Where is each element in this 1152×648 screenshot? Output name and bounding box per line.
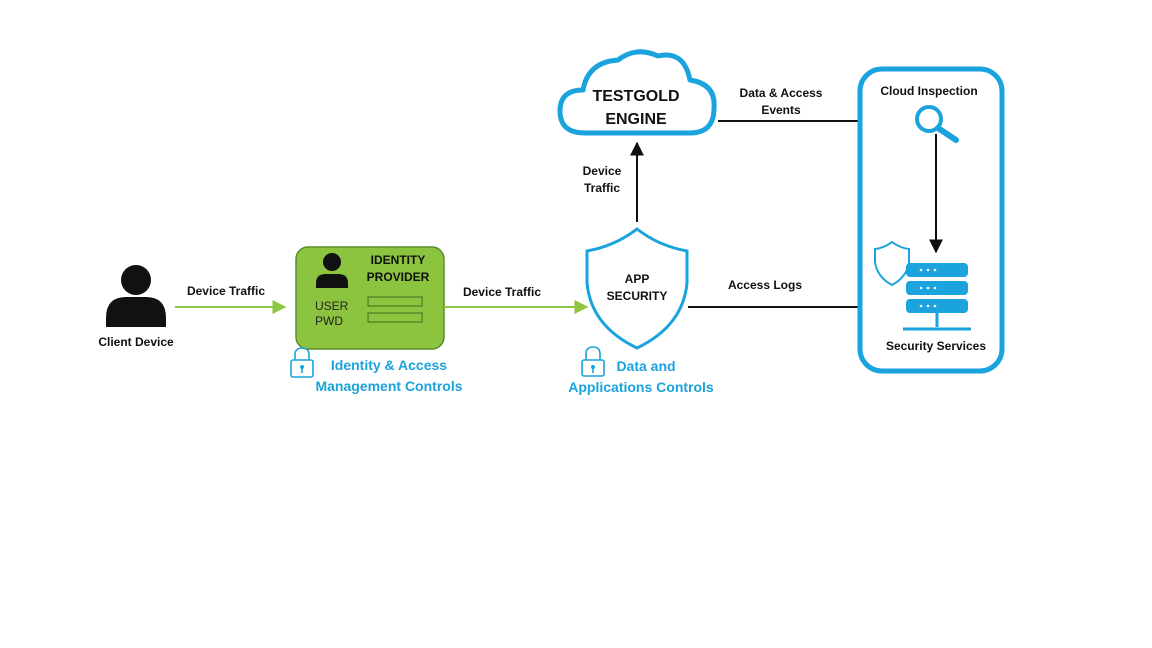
engine-line1: TESTGOLD xyxy=(592,88,679,105)
person-icon xyxy=(106,265,166,327)
idp-control-line2: Management Controls xyxy=(315,378,462,394)
lock-icon xyxy=(581,346,605,377)
idp-title-line2: PROVIDER xyxy=(367,270,430,284)
app-security-line2: SECURITY xyxy=(607,289,668,303)
flow-label-data-access: Data & Access xyxy=(740,86,823,100)
client-device: Client Device xyxy=(98,265,174,349)
app-security-shield: APP SECURITY xyxy=(585,227,689,350)
idp-control-line1: Identity & Access xyxy=(331,357,447,373)
flow-label-device-traffic-2: Device Traffic xyxy=(463,285,541,299)
identity-access-controls: Identity & Access Management Controls xyxy=(290,347,463,394)
idp-user-field xyxy=(367,296,423,307)
app-security-line1: APP xyxy=(625,272,650,286)
idp-pwd-label: PWD xyxy=(315,314,343,328)
flow-label-access-logs: Access Logs xyxy=(728,278,802,292)
identity-provider-box: IDENTITY PROVIDER USER PWD xyxy=(295,246,445,350)
flow-label-device-traffic-1: Device Traffic xyxy=(187,284,265,298)
testgold-engine: TESTGOLD ENGINE xyxy=(557,49,717,136)
lock-icon xyxy=(290,347,314,378)
flow-app-to-engine: Device Traffic xyxy=(583,141,644,222)
security-services-label: Security Services xyxy=(886,339,986,353)
app-control-line1: Data and xyxy=(616,358,675,374)
app-control-line2: Applications Controls xyxy=(568,379,714,395)
cloud-panel: Cloud Inspection Security Services xyxy=(857,66,1005,374)
server-icon xyxy=(903,263,971,331)
person-icon xyxy=(316,253,348,288)
data-applications-controls: Data and Applications Controls xyxy=(568,346,714,395)
idp-user-label: USER xyxy=(315,299,349,313)
engine-line2: ENGINE xyxy=(605,111,667,128)
flow-client-to-idp: Device Traffic xyxy=(175,284,287,314)
shield-icon xyxy=(874,240,910,287)
flow-label-device: Device xyxy=(583,164,622,178)
magnifier-icon xyxy=(915,105,959,143)
flow-label-traffic: Traffic xyxy=(584,181,620,195)
cloud-icon xyxy=(557,49,717,136)
idp-pwd-field xyxy=(367,312,423,323)
cloud-inspection-label: Cloud Inspection xyxy=(880,84,977,98)
flow-idp-to-app: Device Traffic xyxy=(444,285,589,314)
idp-title-line1: IDENTITY xyxy=(371,253,426,267)
flow-label-events: Events xyxy=(761,103,801,117)
client-device-label: Client Device xyxy=(98,335,174,349)
shield-icon xyxy=(585,227,689,350)
